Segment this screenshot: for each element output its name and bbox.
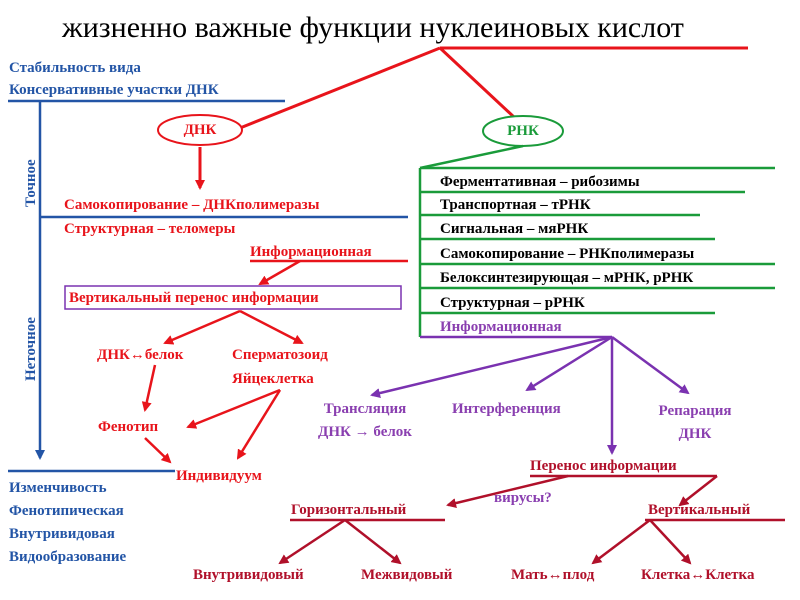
sperm-label: Сперматозоид [232, 347, 328, 363]
intraspecific-label: Внутривидовый [193, 567, 304, 583]
intraspecific-variability-label: Внутривидовая [9, 526, 115, 542]
vertical-label: Вертикальный [648, 502, 751, 518]
arrow-to-vertical-transfer [678, 475, 718, 507]
species-stability-label: Стабильность вида [9, 60, 141, 76]
dna-node [157, 114, 243, 146]
interspecific-label: Межвидовый [361, 567, 453, 583]
rna-node-label: РНК [507, 123, 539, 139]
arrow-gametes-individual [236, 389, 282, 460]
egg-label: Яйцеклетка [232, 371, 314, 387]
arrow-gametes-phenotype [186, 388, 281, 429]
dna-structural: Структурная – теломеры [64, 221, 236, 237]
arrow-to-cell-cell [649, 519, 692, 565]
individual-label: Индивидуум [176, 468, 262, 484]
arrow-to-intraspecific [278, 518, 346, 565]
dna-protein-label: ДНК↔белок [97, 347, 184, 363]
conservative-dna-label: Консервативные участки ДНК [9, 82, 219, 98]
repair-label: Репарация [658, 403, 732, 419]
rna-transport: Транспортная – тРНК [440, 197, 591, 213]
dna-self-copying: Самокопирование – ДНКполимеразы [64, 197, 320, 213]
rna-self-copying: Самокопирование – РНКполимеразы [440, 246, 695, 262]
translation-label: Трансляция [323, 401, 407, 417]
mother-fetus-label: Мать↔плод [511, 567, 595, 583]
arrow-to-vertical [258, 259, 301, 286]
viruses-label: вирусы? [494, 490, 552, 506]
dna-informational: Информационная [250, 244, 372, 260]
axis-label-exact: Точное [23, 159, 39, 207]
branch-to-rna [438, 46, 517, 120]
arrow-to-interference [525, 335, 613, 392]
speciation-label: Видообразование [9, 549, 127, 565]
arrow-to-mother-fetus [591, 519, 651, 565]
vertical-transfer-label: Вертикальный перенос информации [69, 290, 319, 306]
vertical-transfer-box [64, 285, 402, 310]
rna-enzymatic: Ферментативная – рибозимы [440, 174, 640, 190]
phenotype-label: Фенотип [98, 419, 159, 435]
interference-label: Интерференция [452, 401, 561, 417]
rna-structural: Структурная – рРНК [440, 295, 585, 311]
translation-sub-label: ДНК → белок [318, 424, 412, 440]
rna-signal: Сигнальная – мяРНК [440, 221, 589, 237]
rna-informational: Информационная [440, 319, 562, 335]
arrow-to-interspecific [344, 519, 402, 565]
phenotypic-label: Фенотипическая [9, 503, 124, 519]
arrow-phenotype-individual [144, 437, 172, 464]
rna-green-branch [419, 144, 524, 170]
axis-label-inexact: Неточное [23, 317, 39, 381]
transfer-label: Перенос информации [530, 458, 677, 474]
dna-node-label: ДНК [183, 122, 217, 138]
diagram-title: жизненно важные функции нуклеиновых кисл… [62, 11, 684, 44]
repair-dna-label: ДНК [678, 426, 712, 442]
arrow-to-horizontal [446, 474, 569, 508]
horizontal-label: Горизонтальный [291, 502, 407, 518]
arrow-to-dna-protein [163, 309, 241, 345]
rna-protein-synthesis: Белоксинтезирующая – мРНК, рРНК [440, 270, 694, 286]
arrow-to-phenotype [141, 364, 157, 412]
arrow-to-repair [611, 335, 690, 395]
variability-label: Изменчивость [9, 480, 107, 496]
branch-to-dna [239, 46, 441, 130]
cell-cell-label: Клетка↔Клетка [641, 567, 755, 583]
arrow-to-translation [370, 335, 613, 398]
arrow-to-gametes [239, 309, 304, 345]
